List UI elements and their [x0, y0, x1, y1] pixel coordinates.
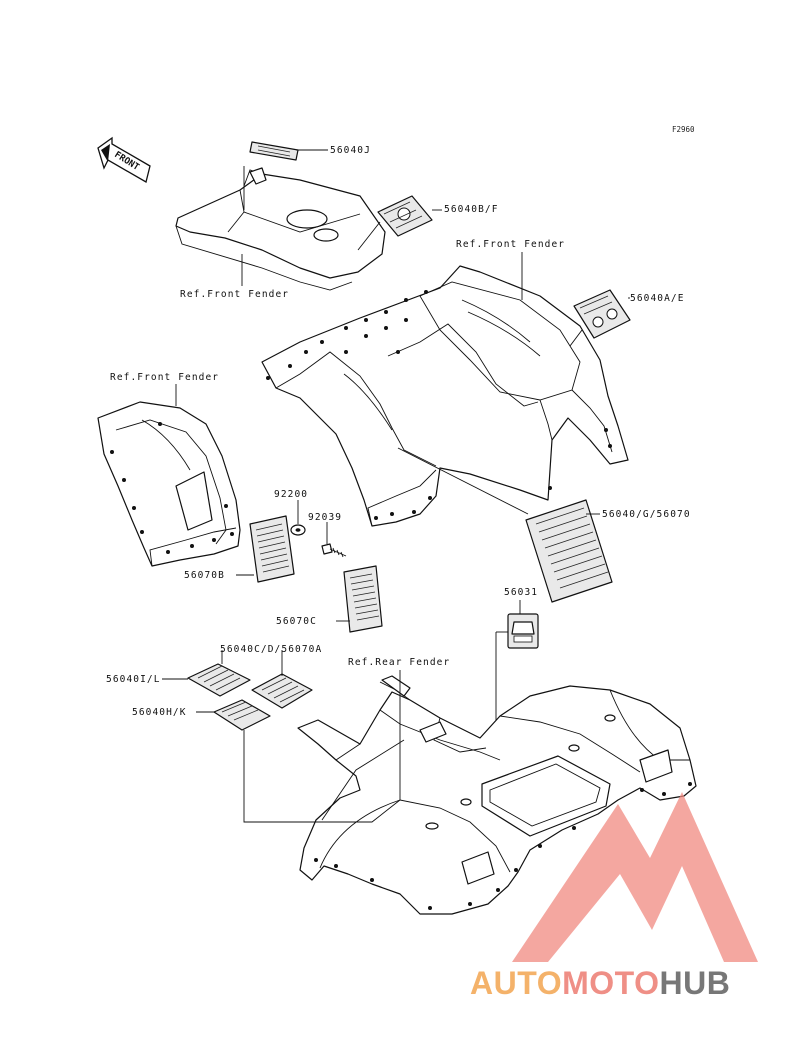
decal-56040C-D-56070A [251, 673, 313, 709]
decal-56031 [507, 613, 539, 649]
callout-56070B: 56070B [184, 570, 225, 581]
label-56070C [343, 565, 383, 633]
callout-92200: 92200 [274, 489, 308, 500]
callout-56040H-K: 56040H/K [132, 707, 187, 718]
callout-56070C: 56070C [276, 616, 317, 627]
callout-56031: 56031 [504, 587, 538, 598]
front-fender-main [261, 265, 629, 527]
front-dash-panel [175, 141, 386, 291]
callout-56040A-E: 56040A/E [630, 293, 685, 304]
ref-front-fender-mid: Ref.Front Fender [456, 239, 565, 250]
ref-front-fender-left: Ref.Front Fender [110, 372, 219, 383]
automotohub-logo-icon [512, 792, 758, 962]
decal-56040A-E [573, 289, 631, 339]
callout-92039: 92039 [308, 512, 342, 523]
decal-56040B-F [377, 195, 433, 237]
callout-56040J: 56040J [330, 145, 371, 156]
screw-92039 [321, 543, 347, 558]
label-56070B [249, 515, 295, 583]
watermark-hub: HUB [659, 965, 731, 1001]
callout-56040-G-56070: 56040/G/56070 [602, 509, 691, 520]
front-direction-arrow-icon: FRONT [97, 136, 151, 183]
watermark-moto: MOTO [562, 965, 660, 1001]
ref-rear-fender: Ref.Rear Fender [348, 657, 450, 668]
decal-56040H-K [213, 699, 271, 731]
callout-56040B-F: 56040B/F [444, 204, 499, 215]
callout-56040I-L: 56040I/L [106, 674, 161, 685]
washer-92200 [290, 524, 306, 536]
decal-56040-G-56070 [525, 499, 613, 603]
watermark-auto: AUTO [470, 965, 563, 1001]
callout-56040C-D-56070A: 56040C/D/56070A [220, 644, 322, 655]
watermark-text: AUTOMOTOHUB [470, 965, 800, 1005]
figure-code: F2960 [672, 125, 695, 134]
rear-fender [297, 675, 697, 915]
left-front-fender [97, 401, 241, 567]
ref-front-fender-top: Ref.Front Fender [180, 289, 289, 300]
decal-56040I-L [187, 663, 251, 697]
